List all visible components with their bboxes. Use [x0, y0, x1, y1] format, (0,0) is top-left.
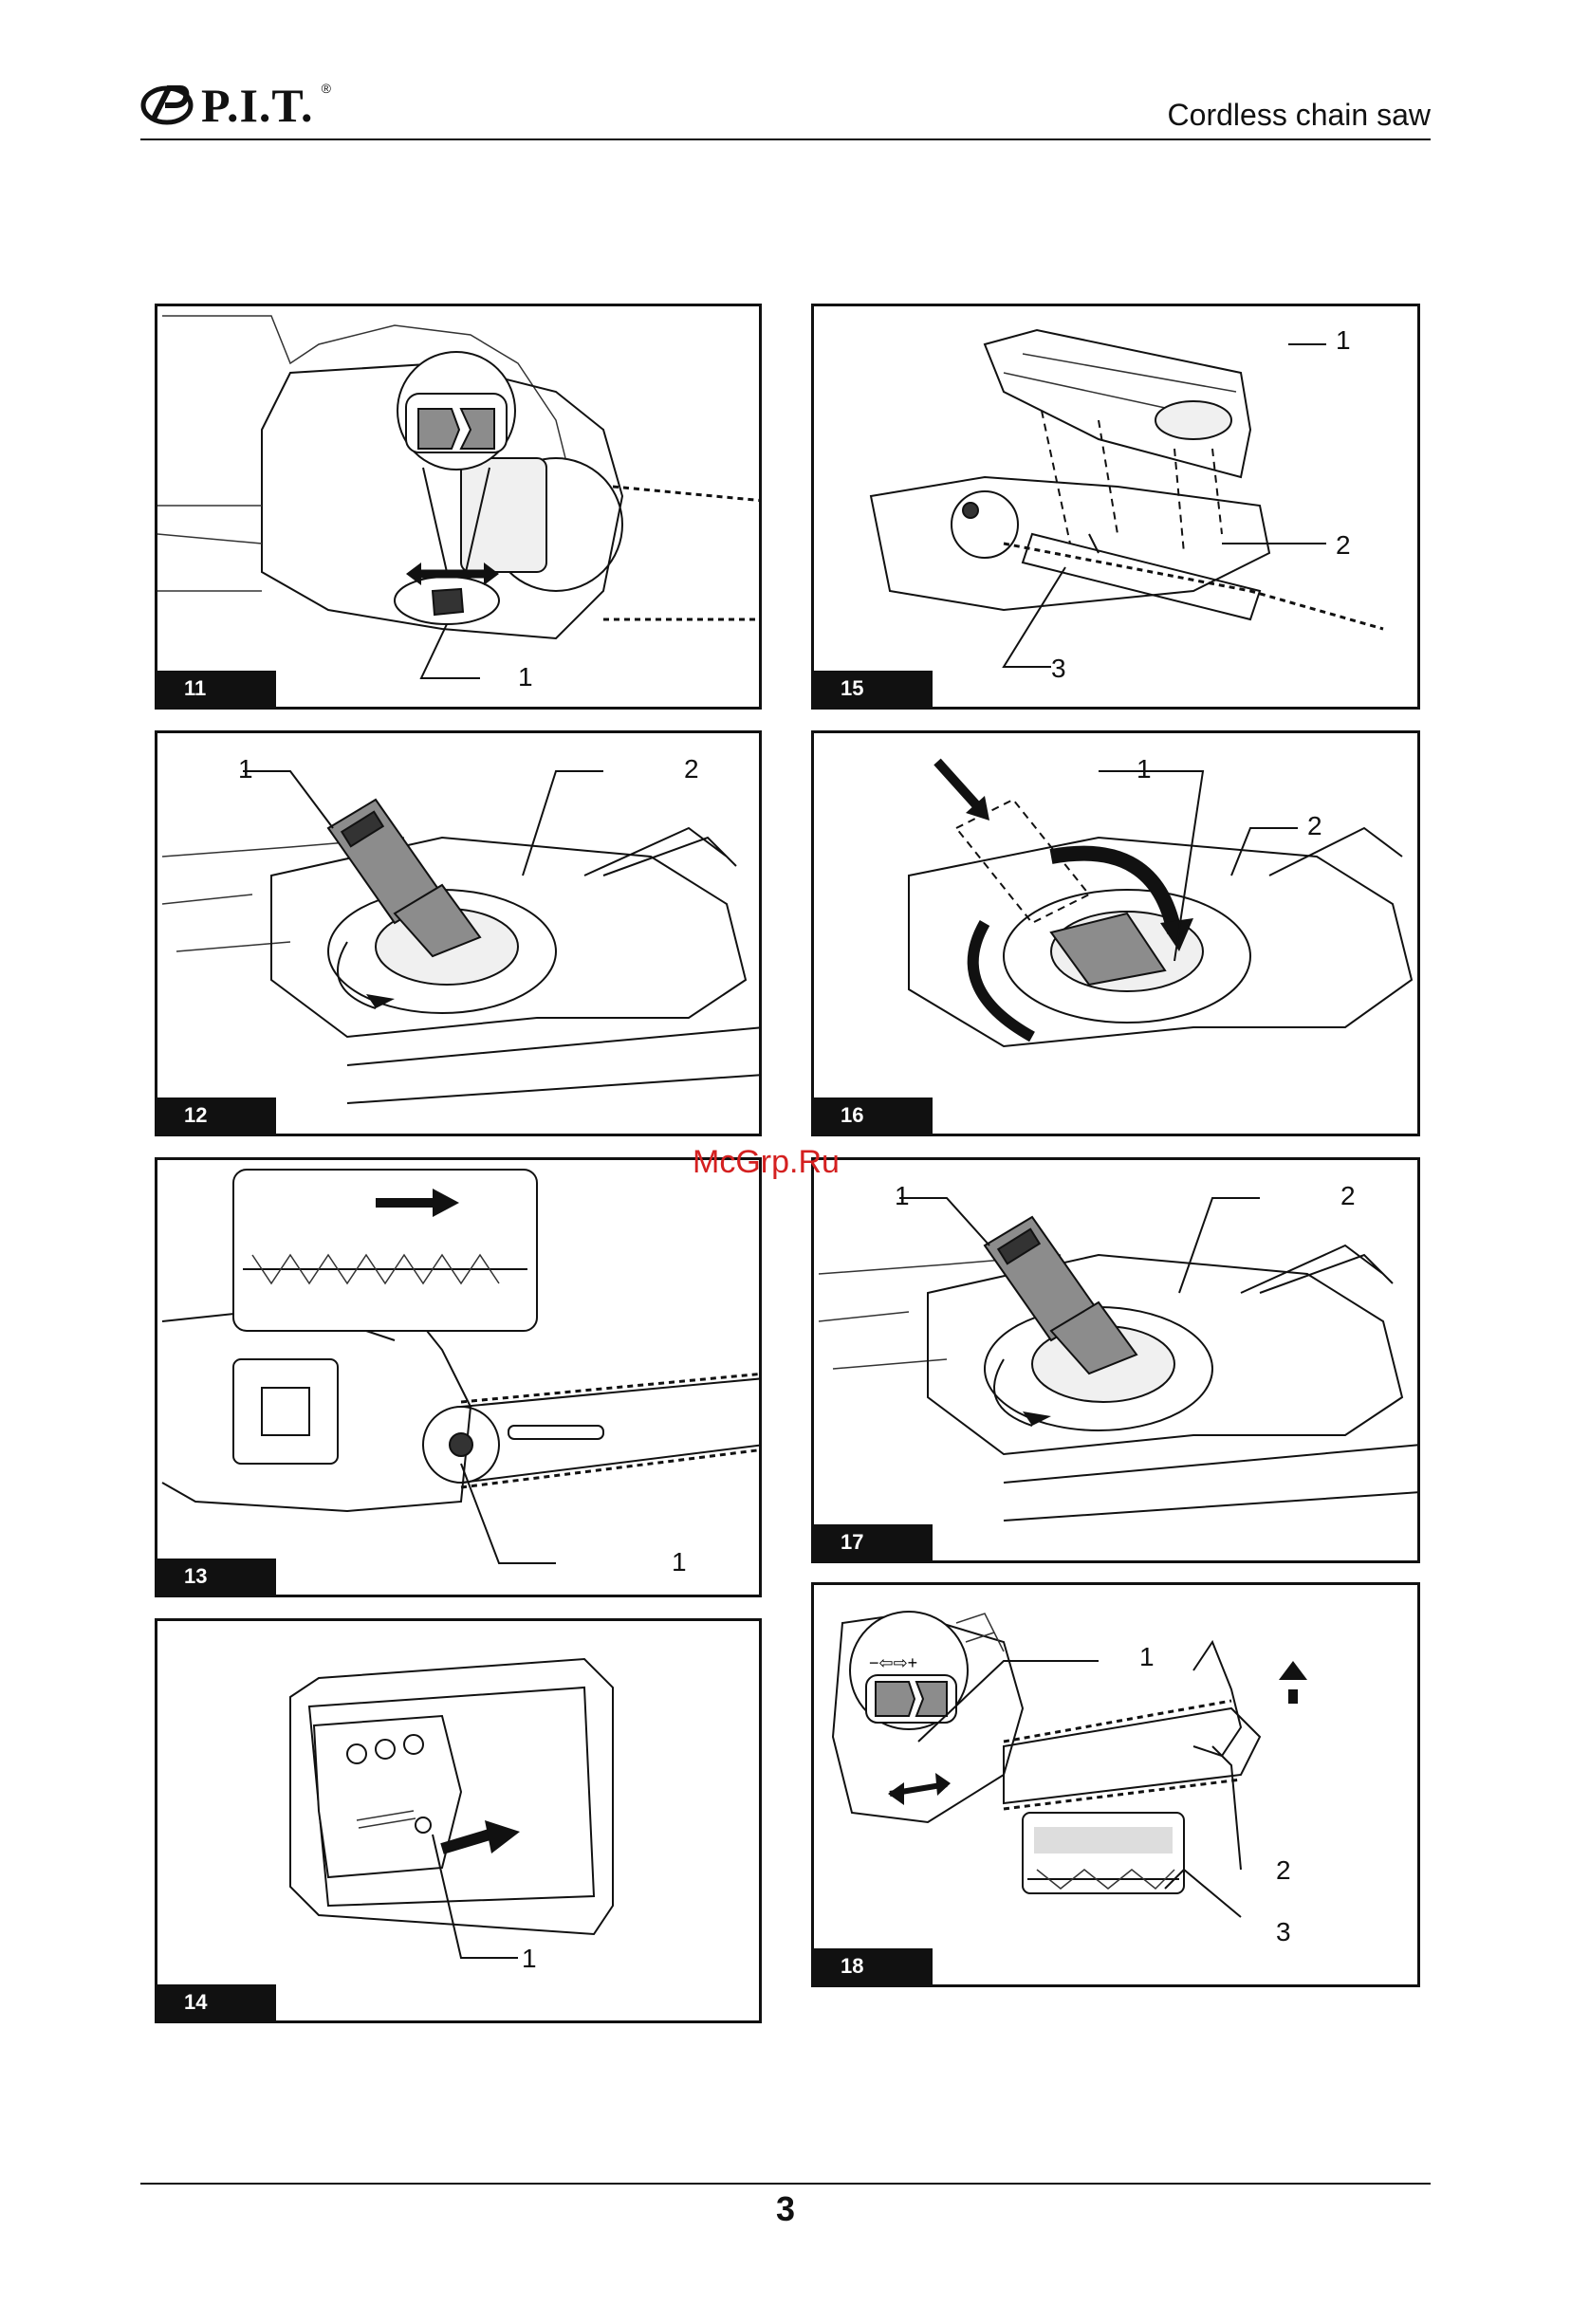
watermark: McGrp.Ru	[693, 1144, 840, 1181]
figure-18-callout-2: 2	[1276, 1855, 1291, 1886]
figure-13-illustration	[157, 1160, 762, 1597]
figure-16-label: 16	[814, 1097, 933, 1134]
figure-12-callout-1: 1	[238, 754, 253, 784]
figure-12-callout-2: 2	[684, 754, 699, 784]
page-number: 3	[0, 2189, 1571, 2229]
figure-18: −⇦⇨+ 1 2 3 18	[811, 1582, 1420, 1987]
figure-15-callout-1: 1	[1336, 325, 1351, 356]
figure-16-callout-2: 2	[1307, 811, 1322, 841]
figure-11: −⇦⇨+ 1 11	[155, 304, 762, 710]
figure-15: 1 2 3 15	[811, 304, 1420, 710]
figure-14-callout-1: 1	[522, 1944, 537, 1974]
figure-17: 1 2 17	[811, 1157, 1420, 1563]
figure-15-callout-2: 2	[1336, 530, 1351, 561]
figure-15-label: 15	[814, 671, 933, 707]
brand-name: P.I.T.	[201, 78, 314, 133]
figure-13-callout-1: 1	[672, 1547, 687, 1577]
page-header: P.I.T. ® Cordless chain saw	[140, 74, 1431, 140]
figure-12-illustration	[157, 733, 762, 1136]
figure-16-illustration	[814, 733, 1420, 1136]
figure-15-callout-3: 3	[1051, 654, 1066, 684]
figure-18-callout-3: 3	[1276, 1917, 1291, 1947]
figure-14-illustration	[157, 1621, 762, 2023]
pit-logo-icon	[140, 83, 194, 128]
brand-logo: P.I.T. ®	[140, 74, 331, 137]
footer-rule	[140, 2183, 1431, 2185]
figure-18-illustration: −⇦⇨+	[814, 1585, 1420, 1987]
figure-13-label: 13	[157, 1559, 276, 1595]
figure-17-callout-1: 1	[895, 1181, 910, 1211]
figure-12: 1 2 12	[155, 730, 762, 1136]
figure-18-label: 18	[814, 1948, 933, 1984]
figure-11-illustration: −⇦⇨+	[157, 306, 762, 710]
adjust-symbol: −⇦⇨+	[869, 1653, 917, 1672]
figure-16: 1 2 16	[811, 730, 1420, 1136]
figure-16-callout-1: 1	[1137, 754, 1152, 784]
registered-mark: ®	[322, 81, 331, 96]
figure-15-illustration	[814, 306, 1420, 710]
figure-11-callout-1: 1	[518, 662, 533, 692]
figure-14-label: 14	[157, 1984, 276, 2020]
document-title: Cordless chain saw	[1168, 98, 1431, 133]
figure-17-illustration	[814, 1160, 1420, 1563]
figure-14: 1 14	[155, 1618, 762, 2023]
figure-18-callout-1: 1	[1139, 1642, 1155, 1672]
figure-11-label: 11	[157, 671, 276, 707]
figure-17-label: 17	[814, 1524, 933, 1560]
figure-13: 1 13	[155, 1157, 762, 1597]
figure-17-callout-2: 2	[1340, 1181, 1356, 1211]
figure-12-label: 12	[157, 1097, 276, 1134]
